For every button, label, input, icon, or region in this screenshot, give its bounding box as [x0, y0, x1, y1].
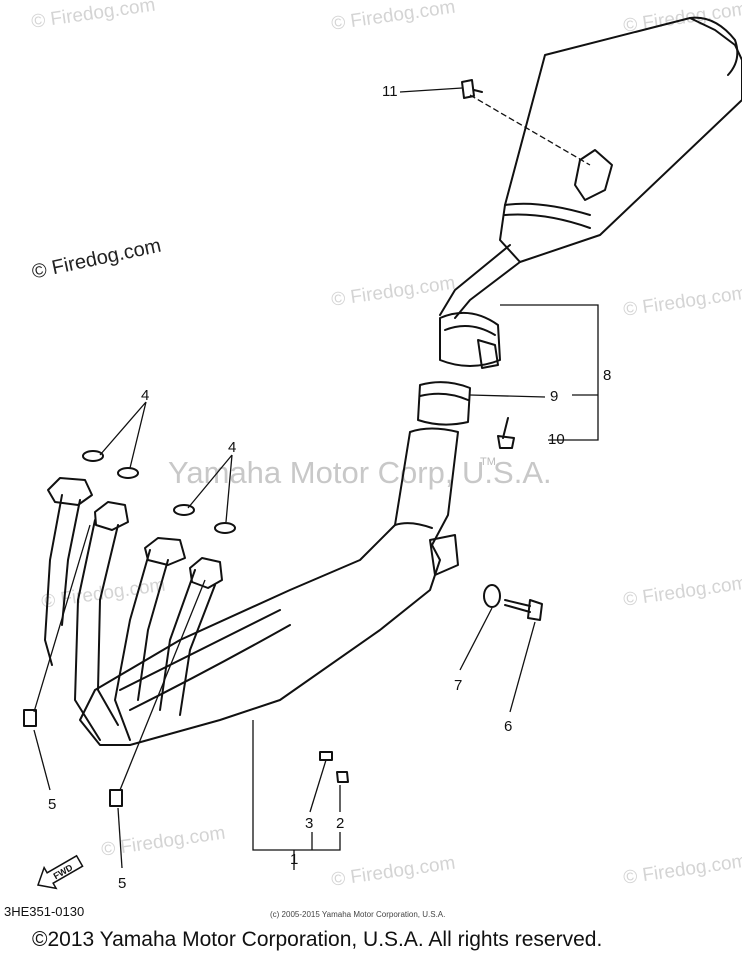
gasket-4 — [82, 450, 104, 462]
header-pipe-3 — [114, 549, 169, 741]
header-pipe-4 — [159, 569, 216, 716]
callout-5: 5 — [118, 875, 127, 892]
flange-3 — [144, 537, 186, 566]
fwd-label: FWD — [52, 862, 75, 881]
gasket-4 — [214, 522, 236, 534]
muffler-bracket — [574, 149, 613, 201]
washer-7 — [483, 584, 501, 608]
callout-3: 3 — [305, 815, 314, 832]
bolt-3 — [319, 751, 333, 761]
forward-arrow: FWD — [37, 854, 84, 890]
flange-2 — [94, 501, 129, 531]
connecting-pipe — [439, 244, 521, 319]
gasket — [417, 381, 471, 426]
callout-8: 8 — [603, 367, 612, 384]
footer-copyright: ©2013 Yamaha Motor Corporation, U.S.A. A… — [32, 928, 603, 951]
callout-7: 7 — [454, 677, 463, 694]
gasket-4 — [173, 504, 195, 516]
clamp — [439, 311, 501, 367]
callout-9: 9 — [550, 388, 559, 405]
callout-2: 2 — [336, 815, 345, 832]
flange-4 — [189, 557, 223, 589]
flange-1 — [47, 477, 93, 506]
nut-5 — [109, 789, 123, 807]
bolt-2 — [336, 771, 349, 783]
diagram-code: 3HE351-0130 — [4, 904, 85, 919]
callout-4: 4 — [228, 439, 237, 456]
collector — [79, 427, 459, 746]
small-copyright: (c) 2005-2015 Yamaha Motor Corporation, … — [270, 910, 446, 919]
header-pipe-2 — [74, 519, 119, 741]
bolt-11 — [461, 79, 483, 99]
callout-10: 10 — [548, 431, 565, 448]
nut-5 — [23, 709, 37, 727]
trademark-mark: TM — [480, 456, 496, 468]
header-pipe-1 — [44, 494, 81, 666]
bolt-10 — [497, 417, 515, 449]
callout-1: 1 — [290, 851, 299, 868]
gasket-4 — [117, 467, 139, 479]
muffler — [499, 17, 742, 263]
callout-5: 5 — [48, 796, 57, 813]
callout-4: 4 — [141, 387, 150, 404]
callout-6: 6 — [504, 718, 513, 735]
callout-11: 11 — [382, 83, 398, 100]
bolt-6 — [504, 599, 543, 621]
